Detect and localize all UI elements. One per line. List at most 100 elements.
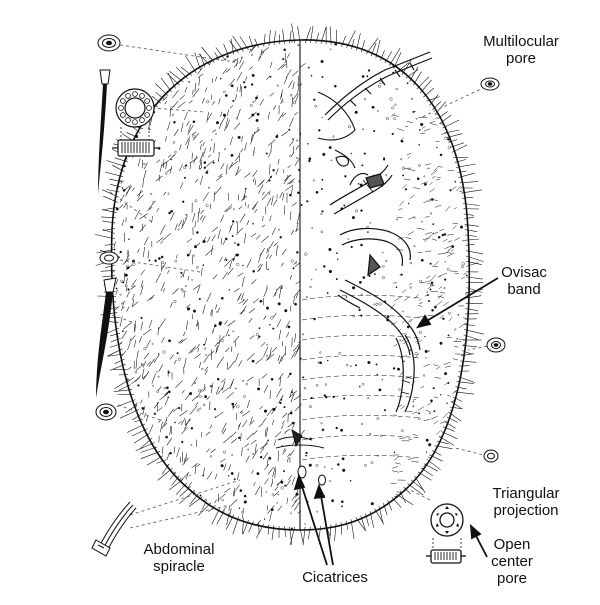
- pore-dot: [126, 265, 128, 267]
- dorsal-seta: [158, 504, 165, 510]
- pore-dot: [167, 518, 170, 521]
- pore-dot: [224, 148, 226, 150]
- pore-dot: [141, 317, 143, 319]
- dorsal-seta: [111, 62, 118, 70]
- dorsal-seta: [258, 253, 261, 263]
- dorsal-seta: [205, 519, 212, 525]
- dorsal-seta: [196, 243, 200, 246]
- dorsal-seta: [117, 416, 118, 424]
- dorsal-seta: [159, 365, 163, 372]
- marginal-seta: [110, 333, 120, 336]
- dorsal-seta: [212, 235, 216, 241]
- pore-dot: [221, 339, 224, 342]
- pore-dot: [221, 297, 223, 299]
- dorsal-seta: [164, 500, 165, 504]
- ventral-seta: [424, 364, 431, 367]
- dorsal-seta: [121, 34, 123, 42]
- pore-dot: [232, 403, 234, 405]
- pore-dot: [195, 200, 197, 202]
- pore-dot: [362, 165, 364, 167]
- dorsal-seta: [264, 316, 267, 320]
- pore-dot: [431, 198, 433, 200]
- dorsal-seta: [135, 464, 136, 471]
- pore-dot: [264, 410, 267, 413]
- pore-dot: [461, 426, 462, 427]
- pore-dot: [332, 468, 333, 469]
- pore-dot: [322, 211, 324, 213]
- dorsal-seta: [234, 288, 239, 292]
- dorsal-seta: [197, 464, 201, 467]
- pore-dot: [203, 404, 205, 406]
- dorsal-seta: [250, 335, 255, 339]
- pore-dot: [111, 446, 113, 448]
- ventral-seta: [400, 201, 404, 206]
- pore-dot: [233, 209, 234, 210]
- dorsal-seta: [221, 163, 224, 169]
- dorsal-seta: [186, 321, 187, 330]
- dorsal-seta: [148, 250, 149, 258]
- pore-dot: [149, 493, 150, 494]
- pore-dot: [132, 284, 135, 287]
- dorsal-seta: [264, 385, 268, 393]
- dorsal-seta: [134, 340, 136, 348]
- marginal-seta: [465, 230, 477, 232]
- dorsal-seta: [260, 448, 263, 453]
- pore-dot: [231, 472, 233, 474]
- pore-dot: [176, 488, 177, 489]
- ventral-seta: [438, 166, 443, 167]
- dorsal-seta: [127, 451, 129, 457]
- ventral-seta: [444, 362, 451, 364]
- dorsal-seta: [135, 79, 138, 84]
- dorsal-seta: [258, 180, 264, 187]
- dorsal-seta: [166, 136, 167, 141]
- dorsal-seta: [182, 390, 184, 393]
- dorsal-seta: [236, 485, 240, 491]
- pore-dot: [289, 194, 291, 196]
- dorsal-seta: [268, 151, 271, 157]
- pore-dot: [300, 84, 302, 86]
- dorsal-seta: [136, 364, 144, 371]
- dorsal-seta: [154, 402, 159, 408]
- pore-dot: [340, 429, 343, 432]
- marginal-seta: [105, 244, 115, 245]
- segment-line: [302, 375, 420, 380]
- pore-dot: [281, 481, 284, 484]
- pore-dot: [178, 358, 181, 361]
- ventral-seta: [429, 121, 434, 123]
- pore-dot: [373, 130, 375, 132]
- pore-dot: [394, 118, 396, 120]
- dorsal-seta: [117, 412, 118, 421]
- pore-dot: [396, 287, 397, 288]
- pore-dot: [281, 487, 284, 490]
- pore-dot: [122, 187, 123, 188]
- dorsal-seta: [216, 412, 224, 417]
- pore-dot: [433, 223, 434, 224]
- pore-dot: [198, 46, 199, 47]
- pore-dot: [217, 378, 219, 380]
- pore-dot: [367, 231, 368, 232]
- pore-dot: [430, 213, 432, 215]
- pore-dot: [231, 85, 233, 87]
- dorsal-seta: [255, 209, 258, 213]
- pore-dot: [201, 368, 203, 370]
- dorsal-seta: [288, 165, 291, 168]
- pore-dot: [200, 408, 201, 409]
- dorsal-seta: [263, 216, 264, 221]
- pore-dot: [308, 67, 309, 68]
- dorsal-seta: [276, 245, 278, 256]
- dorsal-seta: [120, 451, 125, 457]
- dorsal-seta: [212, 309, 213, 317]
- dorsal-seta: [176, 255, 177, 259]
- dorsal-seta: [184, 358, 186, 368]
- dorsal-seta: [207, 512, 212, 519]
- dorsal-seta: [129, 35, 130, 41]
- dorsal-seta: [291, 351, 295, 359]
- marginal-seta: [341, 522, 342, 534]
- pore-dot: [427, 291, 428, 292]
- dorsal-seta: [195, 83, 196, 92]
- dorsal-seta: [172, 55, 175, 61]
- dorsal-seta: [164, 192, 167, 196]
- dorsal-seta: [269, 191, 270, 195]
- pore-dot: [410, 262, 412, 264]
- pore-dot: [229, 289, 230, 290]
